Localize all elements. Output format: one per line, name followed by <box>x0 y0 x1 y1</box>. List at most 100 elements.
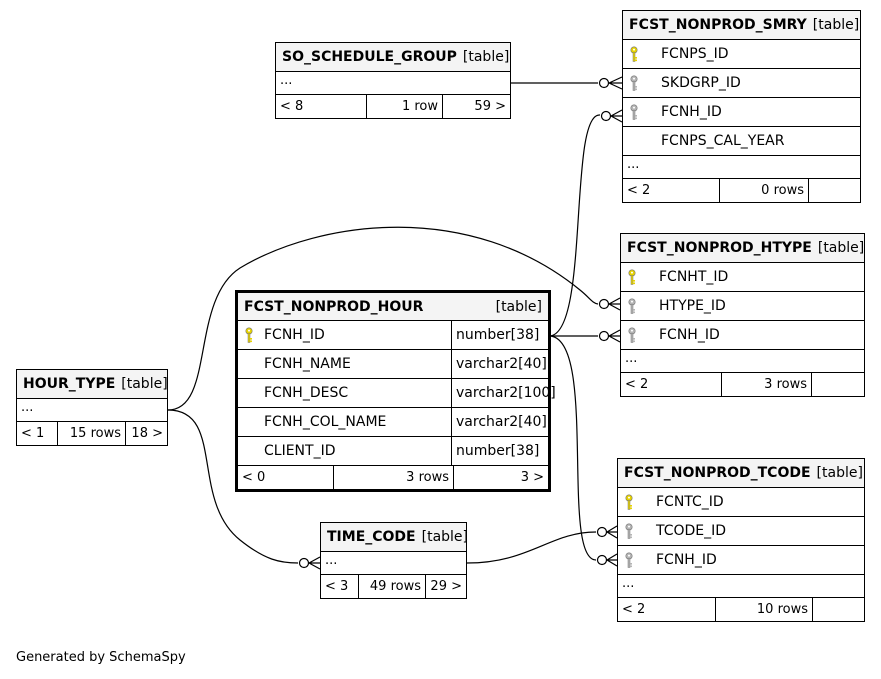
columns-ellipsis: ... <box>618 575 864 598</box>
column-row[interactable]: FCNH_COL_NAME varchar2[40] <box>238 408 548 437</box>
parents-count[interactable]: < 1 <box>21 426 45 441</box>
columns-ellipsis: ... <box>621 350 864 373</box>
column-name: FCNTC_ID <box>656 494 724 510</box>
table-name: FCST_NONPROD_HTYPE <box>627 240 812 256</box>
foreign-key-icon <box>618 546 642 574</box>
column-name: FCNH_ID <box>661 104 722 120</box>
row-count: 49 rows <box>358 575 425 598</box>
crowfoot-arrow <box>606 553 618 567</box>
column-row[interactable]: TCODE_ID <box>618 517 864 546</box>
column-row[interactable]: FCNH_ID <box>618 546 864 575</box>
crowfoot-circle <box>598 298 610 310</box>
table-hour-type[interactable]: HOUR_TYPE [table] ... < 1 15 rows 18 > <box>16 369 168 446</box>
table-header: FCST_NONPROD_SMRY [table] <box>623 11 860 40</box>
table-header: TIME_CODE [table] <box>321 523 469 552</box>
column-name: SKDGRP_ID <box>661 75 741 91</box>
foreign-key-icon <box>623 98 647 126</box>
crowfoot-circle <box>596 526 608 538</box>
column-type: varchar2[40] <box>451 350 548 378</box>
columns-ellipsis: ... <box>623 156 860 179</box>
column-row[interactable]: FCNH_NAME varchar2[40] <box>238 350 548 379</box>
children-count[interactable] <box>808 179 860 202</box>
row-count: 10 rows <box>715 598 812 621</box>
parents-count[interactable]: < 2 <box>622 602 646 617</box>
generated-by-credit: Generated by SchemaSpy <box>16 650 186 665</box>
crowfoot-arrow <box>608 76 623 90</box>
column-name: FCNH_ID <box>264 327 325 343</box>
table-name: FCST_NONPROD_HOUR <box>244 298 424 315</box>
column-row[interactable]: FCNPS_CAL_YEAR <box>623 127 860 156</box>
table-fcst-nonprod-tcode[interactable]: FCST_NONPROD_TCODE [table] FCNTC_ID TCOD… <box>617 458 865 622</box>
children-count[interactable] <box>812 598 864 621</box>
table-header: FCST_NONPROD_HOUR [table] <box>238 293 548 321</box>
columns-ellipsis: ... <box>321 552 466 575</box>
column-row[interactable]: FCNPS_ID <box>623 40 860 69</box>
children-count[interactable] <box>811 373 864 396</box>
table-footer: < 0 3 rows 3 > <box>238 466 548 489</box>
table-fcst-nonprod-htype[interactable]: FCST_NONPROD_HTYPE [table] FCNHT_ID HTYP… <box>620 233 865 397</box>
table-name: HOUR_TYPE <box>23 376 116 392</box>
children-count[interactable]: 59 > <box>442 95 510 118</box>
parents-count[interactable]: < 3 <box>325 579 349 594</box>
column-row[interactable]: SKDGRP_ID <box>623 69 860 98</box>
edge-hour-to-tcode <box>548 335 597 561</box>
table-footer: < 2 0 rows <box>623 179 860 202</box>
column-type: varchar2[40] <box>451 408 548 436</box>
primary-key-icon <box>618 488 642 516</box>
parents-count[interactable]: < 2 <box>627 183 651 198</box>
row-count: 3 rows <box>333 466 453 489</box>
table-name: SO_SCHEDULE_GROUP <box>282 49 457 65</box>
table-fcst-nonprod-smry[interactable]: FCST_NONPROD_SMRY [table] FCNPS_ID SKDGR… <box>622 10 861 203</box>
table-name: TIME_CODE <box>327 529 416 545</box>
foreign-key-icon <box>618 517 642 545</box>
crowfoot-circle <box>596 554 608 566</box>
children-count[interactable]: 3 > <box>453 466 548 489</box>
table-kind: [table] <box>121 376 168 392</box>
column-name: FCNH_ID <box>659 327 720 343</box>
column-row[interactable]: HTYPE_ID <box>621 292 864 321</box>
column-name: FCNH_ID <box>656 552 717 568</box>
children-count[interactable]: 29 > <box>425 575 466 598</box>
column-row[interactable]: FCNTC_ID <box>618 488 864 517</box>
columns-ellipsis: ... <box>276 72 510 95</box>
parents-count[interactable]: < 0 <box>242 470 266 485</box>
crowfoot-circle <box>598 330 610 342</box>
column-name: FCNPS_ID <box>661 46 729 62</box>
column-name: HTYPE_ID <box>659 298 726 314</box>
parents-count[interactable]: < 8 <box>280 99 304 114</box>
crowfoot-circle <box>598 77 610 89</box>
column-row[interactable]: FCNHT_ID <box>621 263 864 292</box>
column-row[interactable]: FCNH_ID <box>621 321 864 350</box>
table-kind: [table] <box>421 529 469 545</box>
parents-count[interactable]: < 2 <box>625 377 649 392</box>
primary-key-icon <box>623 40 647 68</box>
table-footer: < 8 1 row 59 > <box>276 95 510 118</box>
primary-key-icon <box>621 263 645 291</box>
foreign-key-icon <box>623 69 647 97</box>
crowfoot-arrow <box>606 525 618 539</box>
foreign-key-icon <box>621 292 645 320</box>
edge-hourtype-to-timecode <box>167 409 299 564</box>
column-name: FCNH_COL_NAME <box>264 414 387 430</box>
table-kind: [table] <box>817 240 865 256</box>
foreign-key-icon <box>621 321 645 349</box>
children-count[interactable]: 18 > <box>125 422 167 445</box>
crowfoot-circle <box>298 557 310 569</box>
table-so-schedule-group[interactable]: SO_SCHEDULE_GROUP [table] ... < 8 1 row … <box>275 42 511 119</box>
table-header: FCST_NONPROD_HTYPE [table] <box>621 234 864 263</box>
crowfoot-circle <box>600 110 612 122</box>
row-count: 1 row <box>366 95 442 118</box>
row-count: 0 rows <box>719 179 808 202</box>
edge-hourtype-to-htype <box>167 226 599 411</box>
crowfoot-arrow <box>608 329 621 343</box>
column-name: TCODE_ID <box>656 523 727 539</box>
column-name: FCNH_NAME <box>264 356 351 372</box>
table-header: FCST_NONPROD_TCODE [table] <box>618 459 864 488</box>
table-time-code[interactable]: TIME_CODE [table] ... < 3 49 rows 29 > <box>320 522 469 599</box>
column-row[interactable]: FCNH_ID <box>623 98 860 127</box>
